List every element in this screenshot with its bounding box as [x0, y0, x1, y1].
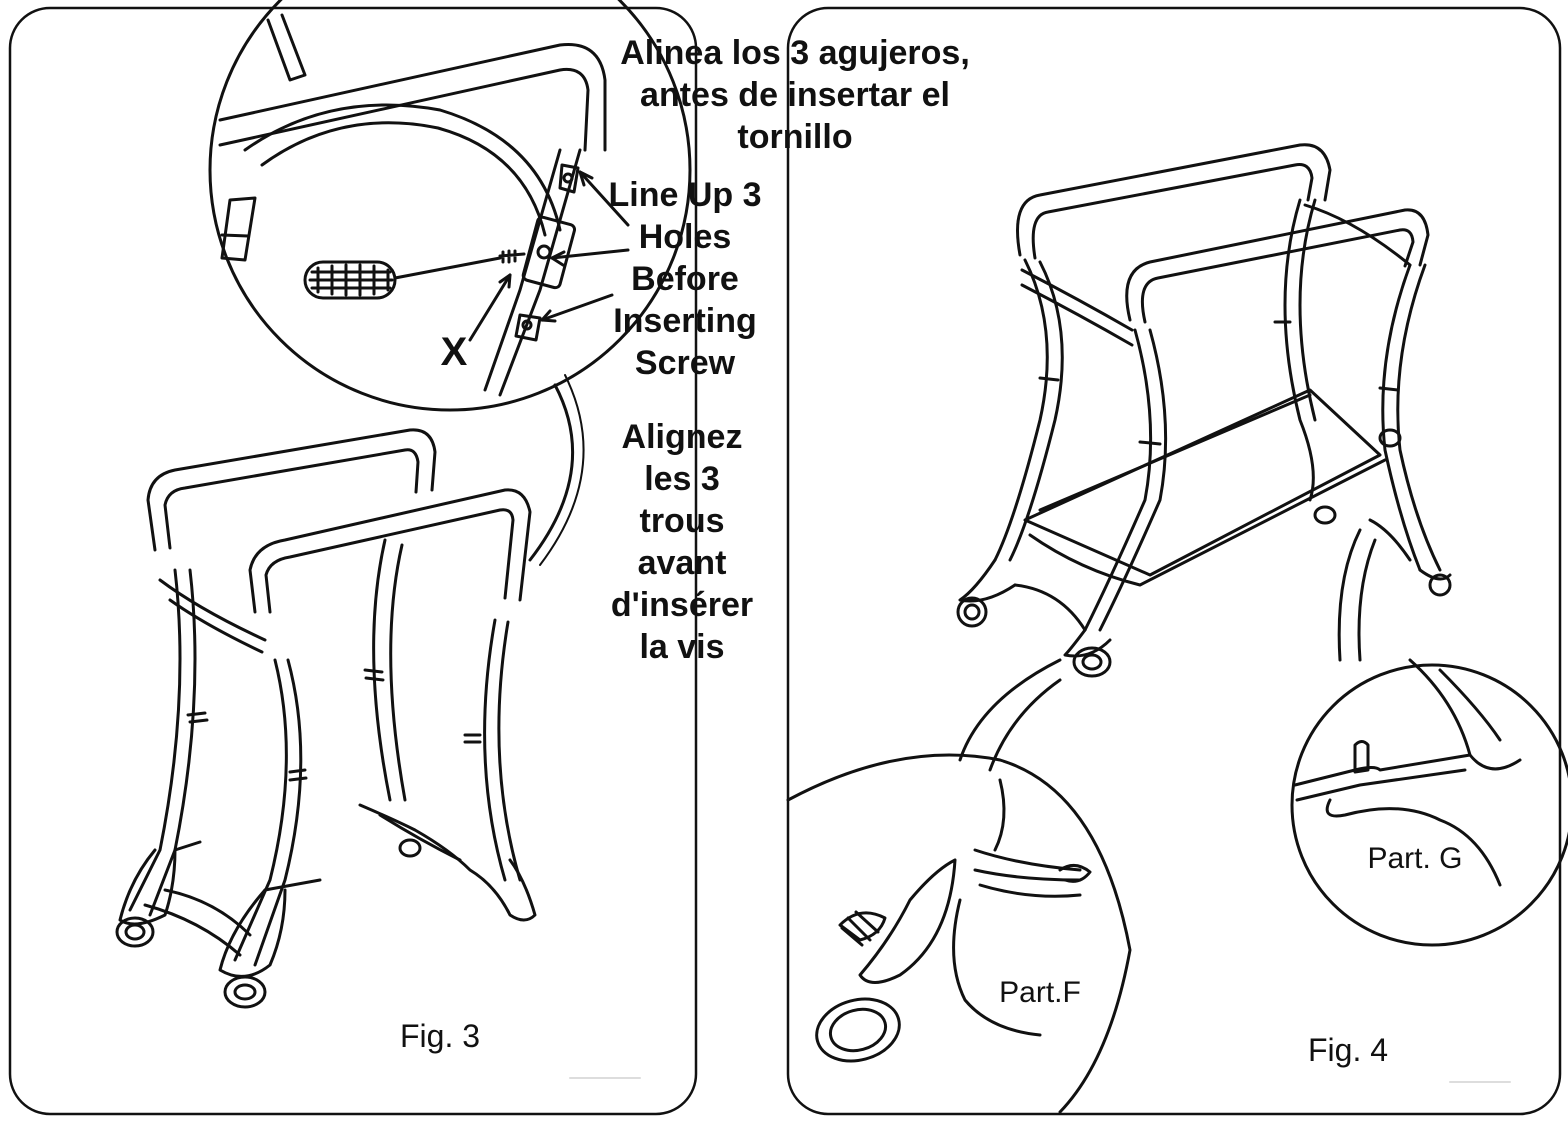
fig4-assembled-bassinet: [956, 143, 1452, 678]
english-line: Line Up 3: [608, 176, 762, 214]
fig3-caption: Fig. 3: [399, 1018, 481, 1054]
screw-marker-x: X: [440, 330, 468, 374]
english-instruction: Line Up 3 Holes Before Inserting Screw: [600, 174, 770, 384]
english-line: Screw: [634, 344, 736, 382]
fig3-panel-border: [8, 6, 698, 1116]
english-line: Inserting: [613, 302, 757, 340]
french-instruction: Alignez les 3 trous avant d'insérer la v…: [596, 416, 768, 668]
english-line: Holes: [638, 218, 732, 256]
fig4-panel-border: [786, 6, 1562, 1116]
fig4-caption: Fig. 4: [1307, 1032, 1389, 1068]
detail-f-label: Part.F: [999, 976, 1081, 1009]
french-line: la vis: [639, 628, 725, 666]
fig3-frame: [115, 428, 537, 1009]
french-line: les 3: [644, 460, 720, 498]
french-line: avant: [637, 544, 727, 582]
fig3-detail-circle: [208, 0, 692, 412]
french-line: trous: [639, 502, 725, 540]
detail-g-label: Part. G: [1367, 842, 1463, 875]
english-line: Before: [631, 260, 739, 298]
spanish-line-1: Alinea los 3 agujeros,: [620, 34, 970, 72]
spanish-line-2: antes de insertar el: [640, 76, 950, 114]
spanish-instruction: Alinea los 3 agujeros, antes de insertar…: [600, 32, 990, 158]
fig3-callout-swoosh: [528, 383, 575, 562]
french-line: d'insérer: [610, 586, 754, 624]
french-line: Alignez: [621, 418, 743, 456]
fig4-detail-g: [1290, 528, 1568, 947]
fig4-detail-f: [786, 658, 1132, 1114]
spanish-line-3: tornillo: [737, 118, 853, 156]
